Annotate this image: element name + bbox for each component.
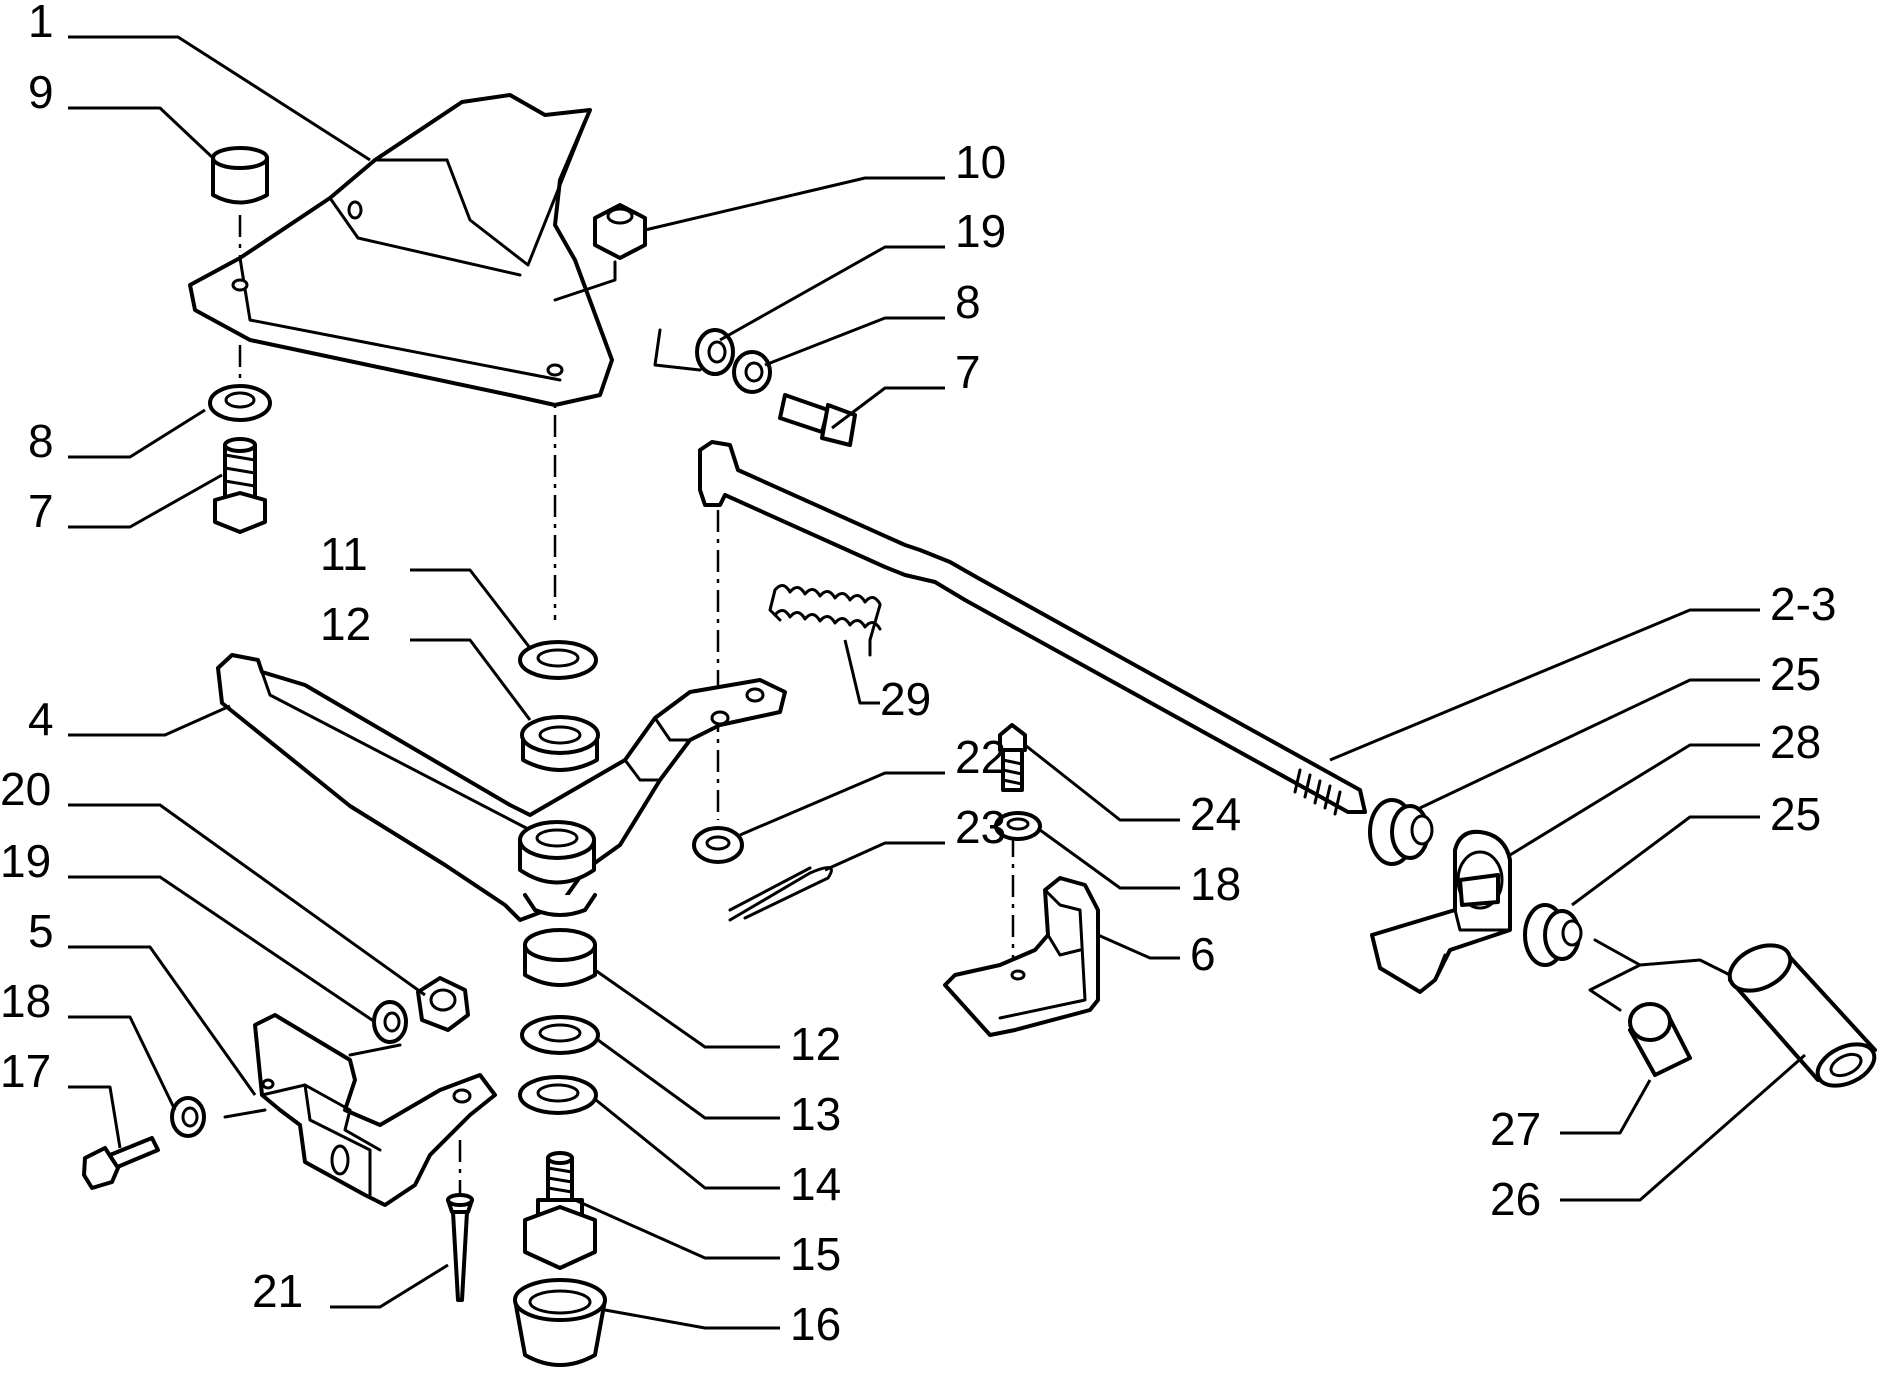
callout-26: 26 (1490, 1173, 1541, 1225)
callout-9: 9 (28, 66, 54, 118)
part-9-cap (211, 146, 269, 205)
right-axis (1588, 938, 1732, 1012)
callout-19-top: 19 (955, 205, 1006, 257)
callout-18-left: 18 (0, 975, 51, 1027)
leader-lines (68, 35, 1806, 1330)
callout-7-top: 7 (955, 346, 981, 398)
callout-1: 1 (28, 0, 54, 47)
part-19-washer-top (695, 328, 735, 376)
callout-16: 16 (790, 1298, 841, 1350)
part-29-spring (768, 584, 882, 657)
callout-2-3: 2-3 (1770, 578, 1836, 630)
part-4-lever (216, 653, 787, 922)
callout-28: 28 (1770, 716, 1821, 768)
callout-29: 29 (880, 673, 931, 725)
part-28-bracket (1370, 829, 1512, 994)
part-22-washer (692, 826, 744, 864)
part-10-nut (593, 203, 647, 260)
callout-labels: 1 9 8 7 10 19 8 7 11 12 4 20 19 5 18 17 … (0, 0, 1836, 1350)
part-5-bracket (253, 1013, 497, 1207)
part-26-tube (1727, 943, 1877, 1088)
callout-18-right: 18 (1190, 858, 1241, 910)
callout-24: 24 (1190, 788, 1241, 840)
part-1-top-bracket (188, 93, 614, 407)
callout-12-bottom: 12 (790, 1018, 841, 1070)
part-12-bushing-top (520, 715, 600, 772)
callout-20: 20 (0, 763, 51, 815)
callout-12-top: 12 (320, 598, 371, 650)
part-6-bracket (943, 876, 1100, 1037)
part-24-bolt (998, 723, 1027, 792)
callout-23: 23 (955, 801, 1006, 853)
bracket-axis (223, 1043, 402, 1119)
part-2-3-rod (698, 440, 1367, 816)
callout-21: 21 (252, 1265, 303, 1317)
part-8-washer-left (208, 384, 272, 422)
part-12-bushing-bottom (523, 928, 597, 987)
part-8-washer-top (732, 350, 772, 394)
callout-22: 22 (955, 731, 1006, 783)
callout-25-top: 25 (1770, 648, 1821, 700)
callout-13: 13 (790, 1088, 841, 1140)
callout-27: 27 (1490, 1103, 1541, 1155)
callout-11: 11 (320, 528, 368, 580)
part-13-washer (520, 1015, 600, 1055)
callout-25-bottom: 25 (1770, 788, 1821, 840)
washer-axis (653, 328, 702, 372)
part-25-grommet-bottom (1523, 903, 1583, 967)
callout-7-left: 7 (28, 485, 54, 537)
callout-10: 10 (955, 136, 1006, 188)
callout-19-bottom: 19 (0, 835, 51, 887)
part-20-nut (416, 976, 470, 1032)
part-17-bolt (82, 1136, 160, 1190)
callout-4: 4 (28, 693, 54, 745)
part-21-rivet (446, 1193, 474, 1302)
part-11-washer (518, 640, 598, 680)
callout-14: 14 (790, 1158, 841, 1210)
part-10-axis (553, 260, 617, 302)
part-16-cup (513, 1278, 607, 1367)
part-27-spacer (1628, 1002, 1692, 1077)
callout-8-left: 8 (28, 415, 54, 467)
part-23-cotter-pin (728, 866, 833, 922)
part-7-bolt-left (213, 437, 267, 534)
callout-6: 6 (1190, 928, 1216, 980)
part-25-grommet-top (1368, 798, 1434, 866)
part-18-washer-left (170, 1096, 206, 1138)
part-18-washer-right (994, 811, 1042, 841)
part-15-pivot-bolt (523, 1151, 597, 1270)
callout-5: 5 (28, 905, 54, 957)
callout-17: 17 (0, 1045, 51, 1097)
callout-15: 15 (790, 1228, 841, 1280)
part-19-washer-bottom (372, 1000, 408, 1044)
callout-8-top: 8 (955, 276, 981, 328)
part-14-washer (518, 1075, 598, 1115)
